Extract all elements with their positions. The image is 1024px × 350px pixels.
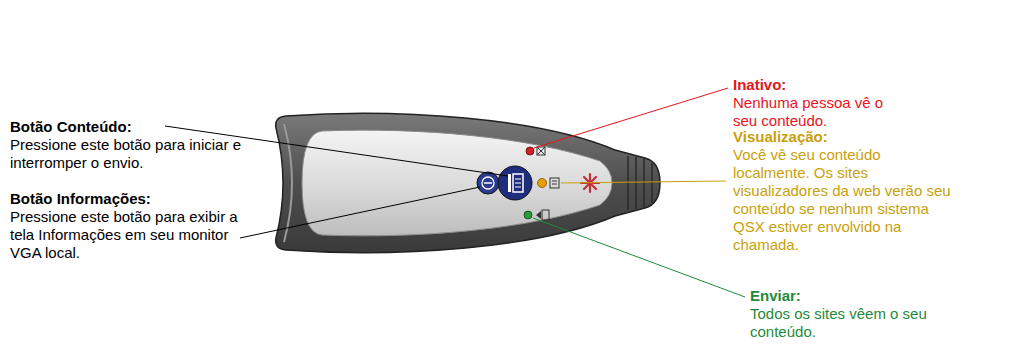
leader-lines — [165, 88, 745, 297]
leader-line — [533, 218, 745, 297]
leader-line — [240, 187, 480, 238]
callout-text: Nenhuma pessoa vê o seu conteúdo. — [733, 94, 901, 130]
leader-line — [561, 181, 726, 183]
callout-heading: Botão Informações: — [10, 190, 245, 208]
callout-text: Você vê seu conteúdo localmente. Os site… — [733, 146, 959, 254]
callout-heading: Botão Conteúdo: — [10, 118, 250, 136]
callout-text: Pressione este botão para exibir a tela … — [10, 208, 238, 262]
content-button — [498, 166, 532, 200]
cable-ridges — [628, 156, 652, 210]
callout-heading: Enviar: — [750, 287, 930, 305]
callout-text: Todos os sites vêem o seu conteúdo. — [750, 305, 930, 341]
led-preview — [538, 178, 560, 188]
leader-line — [534, 88, 728, 148]
info-button — [477, 172, 499, 194]
callout-heading: Inativo: — [733, 76, 901, 94]
device-housing — [276, 113, 660, 252]
led-inactive — [526, 147, 545, 155]
callout-text: Pressione este botão para iniciar e inte… — [10, 136, 250, 172]
led-send — [524, 210, 549, 220]
notch-rim — [284, 124, 292, 242]
callout-heading: Visualização: — [733, 128, 973, 146]
